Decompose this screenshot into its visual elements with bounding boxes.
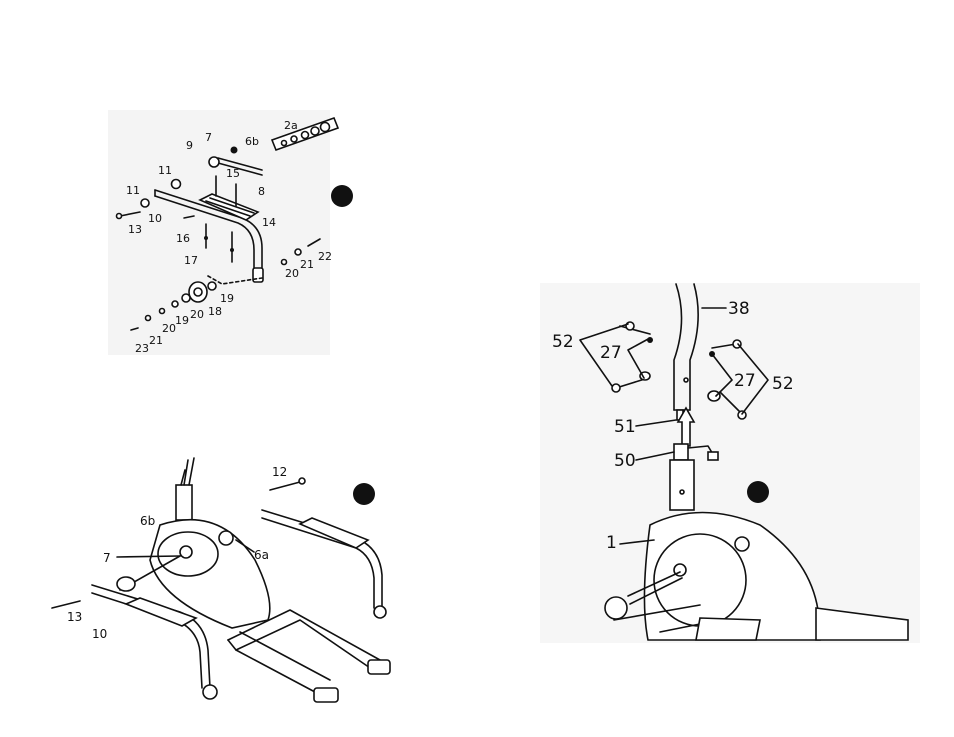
label-13: 13 [128,223,142,236]
label-15: 15 [226,167,240,180]
label-7: 7 [205,131,212,144]
roller-wheel [189,282,207,302]
label-6a: 6a [254,548,269,562]
lower-column [670,460,694,510]
label-14: 14 [262,216,276,229]
label-6b: 6b [245,135,259,148]
panel-b-frame-view [52,458,390,702]
label-20-right: 20 [285,267,299,280]
label-11-top: 11 [158,164,172,177]
label-9: 9 [186,139,193,152]
label-13: 13 [67,610,82,624]
label-27-left: 27 [600,343,622,363]
label-21: 21 [300,258,314,271]
label-11-left: 11 [126,184,140,197]
label-12: 12 [272,465,287,479]
label-52-right: 52 [772,374,794,394]
label-20-left: 20 [162,322,176,335]
label-6b: 6b [140,514,155,528]
label-27-right: 27 [734,371,756,391]
label-51: 51 [614,417,636,437]
upright-post [176,485,192,520]
step-indicator-dot [747,481,769,503]
label-2a: 2a [284,119,298,132]
label-23: 23 [135,342,149,355]
cable-connector [674,444,688,460]
label-8: 8 [258,185,265,198]
label-10: 10 [148,212,162,225]
label-22: 22 [318,250,332,263]
label-21-left: 21 [149,334,163,347]
label-18: 18 [208,305,222,318]
label-10: 10 [92,627,107,641]
label-17: 17 [184,254,198,267]
step-indicator-dot [353,483,375,505]
label-38: 38 [728,299,750,319]
label-52-left: 52 [552,332,574,352]
label-1: 1 [606,533,617,553]
label-7: 7 [103,551,111,565]
step-indicator-dot [331,185,353,207]
label-16: 16 [176,232,190,245]
label-19-right: 19 [220,292,234,305]
label-19-left: 19 [175,314,189,327]
label-50: 50 [614,451,636,471]
label-20-mid: 20 [190,308,204,321]
